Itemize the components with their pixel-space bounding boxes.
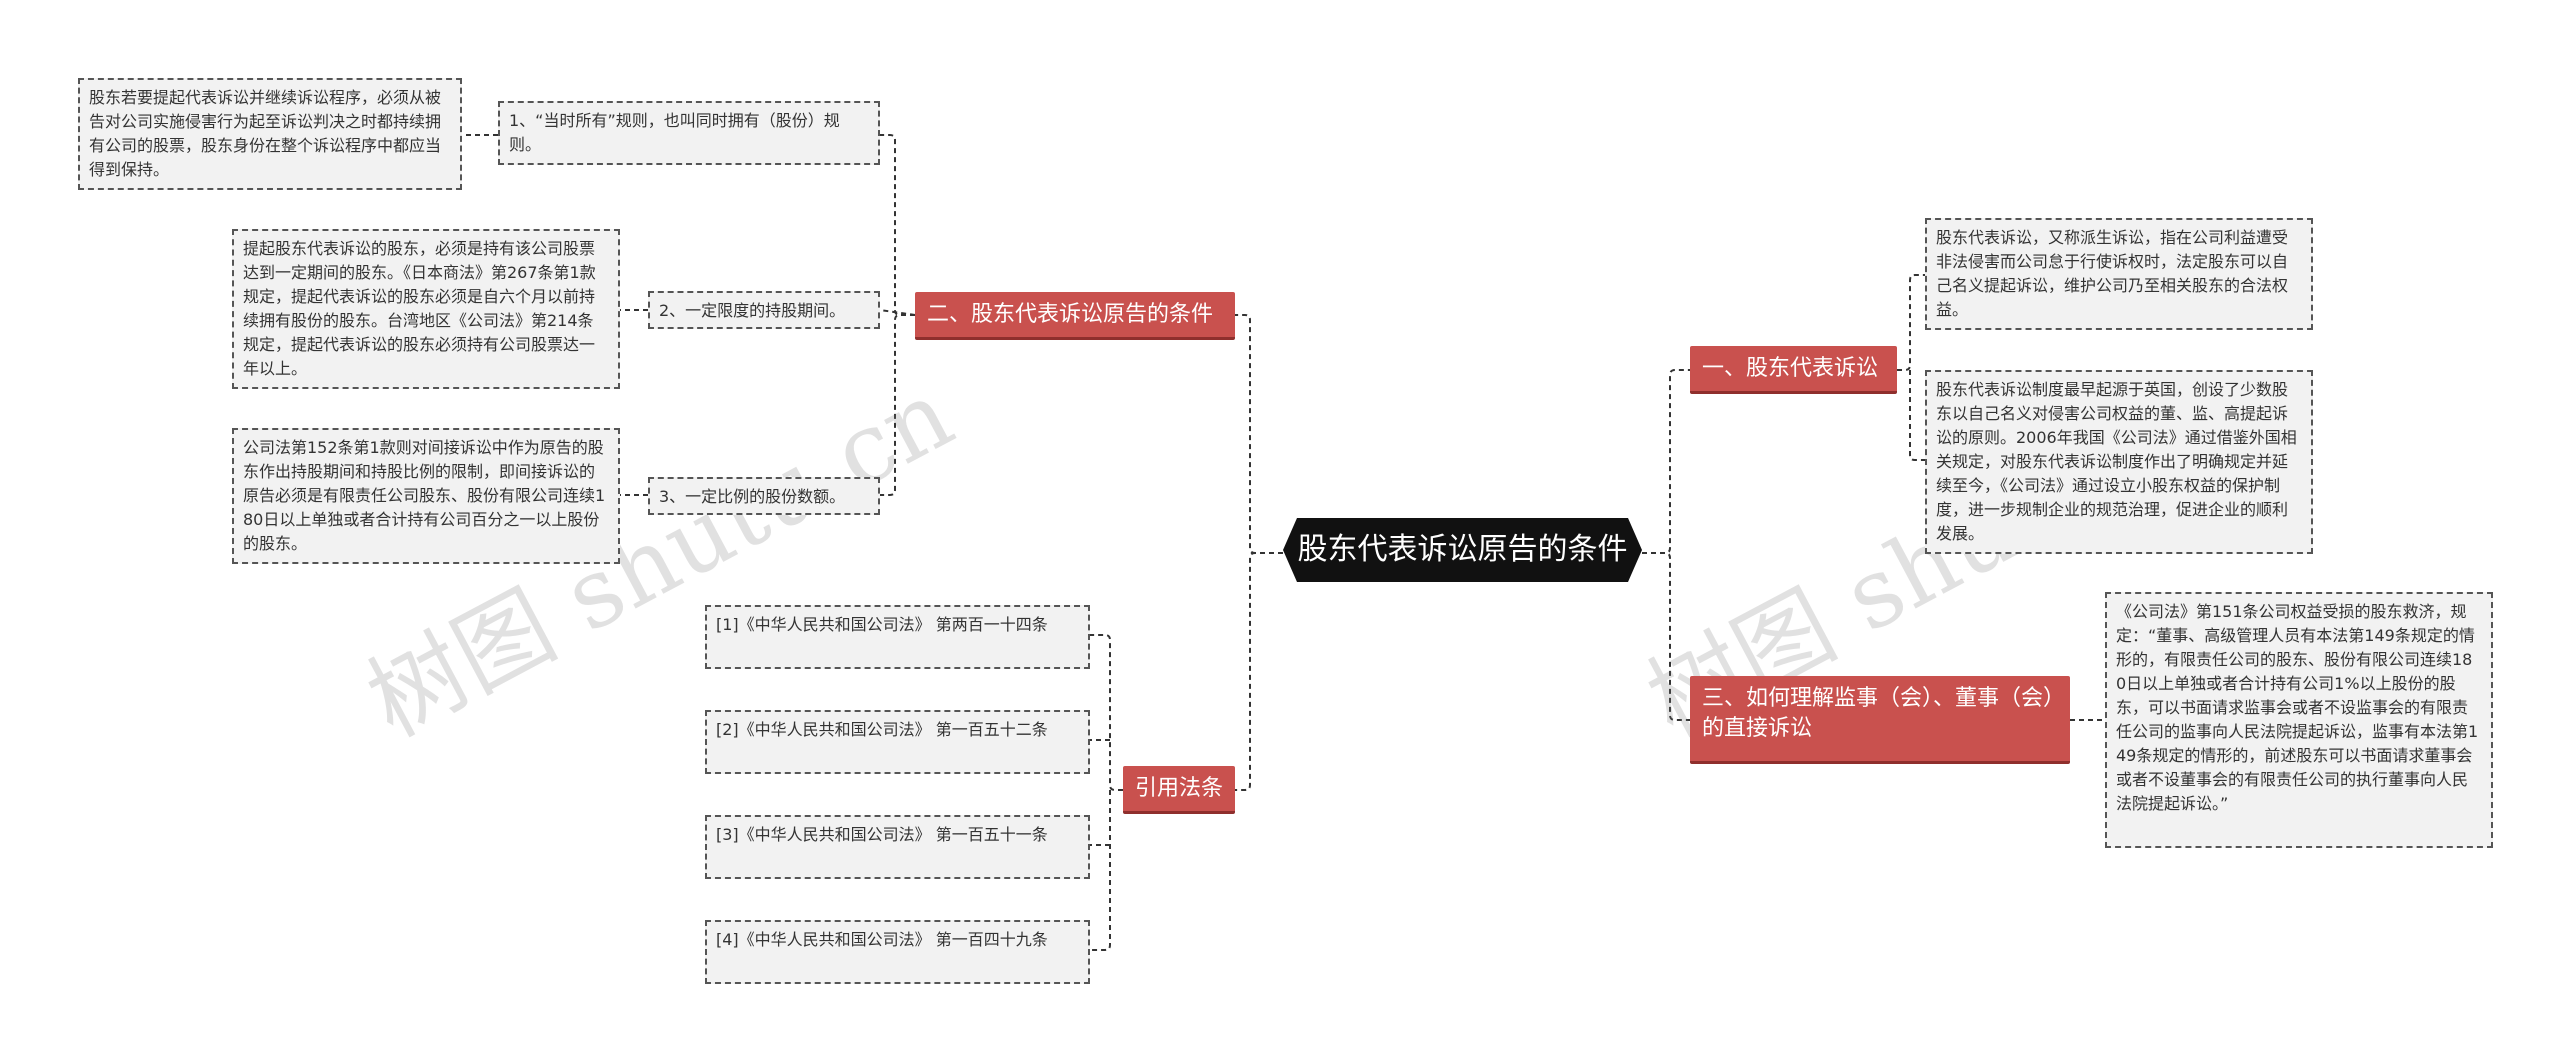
condition-item-3[interactable]: 3、一定比例的股份数额。 (648, 477, 880, 515)
citation-ref-2[interactable]: [2]《中华人民共和国公司法》 第一百五十二条 (705, 710, 1090, 774)
branch-definition[interactable]: 一、股东代表诉讼 (1690, 346, 1897, 394)
definition-text-2[interactable]: 股东代表诉讼制度最早起源于英国，创设了少数股东以自己名义对侵害公司权益的董、监、… (1925, 370, 2313, 554)
condition-detail-2[interactable]: 提起股东代表诉讼的股东，必须是持有该公司股票达到一定期间的股东。《日本商法》第2… (232, 229, 620, 389)
link-root-definition (1642, 369, 1690, 554)
link-root-citations (1235, 552, 1283, 791)
definition-text-1[interactable]: 股东代表诉讼，又称派生诉讼，指在公司利益遭受非法侵害而公司怠于行使诉权时，法定股… (1925, 218, 2313, 330)
link-conditions-item3 (880, 314, 915, 496)
link-conditions-item2 (879, 309, 916, 316)
branch-supervisors[interactable]: 三、如何理解监事（会）、董事（会）的直接诉讼 (1690, 676, 2070, 764)
condition-item-2[interactable]: 2、一定限度的持股期间。 (648, 291, 880, 329)
link-conditions-item1 (880, 134, 915, 316)
link-root-conditions (1235, 314, 1283, 554)
link-citations-refs (1090, 634, 1123, 951)
branch-citations[interactable]: 引用法条 (1123, 766, 1235, 814)
supervisors-text[interactable]: 《公司法》第151条公司权益受损的股东救济，规定：“董事、高级管理人员有本法第1… (2105, 592, 2493, 848)
condition-item-1[interactable]: 1、“当时所有”规则，也叫同时拥有（股份）规则。 (498, 101, 880, 165)
citation-ref-4[interactable]: [4]《中华人民共和国公司法》 第一百四十九条 (705, 920, 1090, 984)
condition-detail-3[interactable]: 公司法第152条第1款则对间接诉讼中作为原告的股东作出持股期间和持股比例的限制，… (232, 428, 620, 564)
citation-ref-1[interactable]: [1]《中华人民共和国公司法》 第两百一十四条 (705, 605, 1090, 669)
citation-ref-3[interactable]: [3]《中华人民共和国公司法》 第一百五十一条 (705, 815, 1090, 879)
branch-conditions[interactable]: 二、股东代表诉讼原告的条件 (915, 292, 1235, 340)
condition-detail-1[interactable]: 股东若要提起代表诉讼并继续诉讼程序，必须从被告对公司实施侵害行为起至诉讼判决之时… (78, 78, 462, 190)
root-topic[interactable]: 股东代表诉讼原告的条件 (1283, 518, 1642, 582)
link-definition-items (1897, 274, 1925, 461)
link-root-supervisors (1642, 552, 1690, 721)
